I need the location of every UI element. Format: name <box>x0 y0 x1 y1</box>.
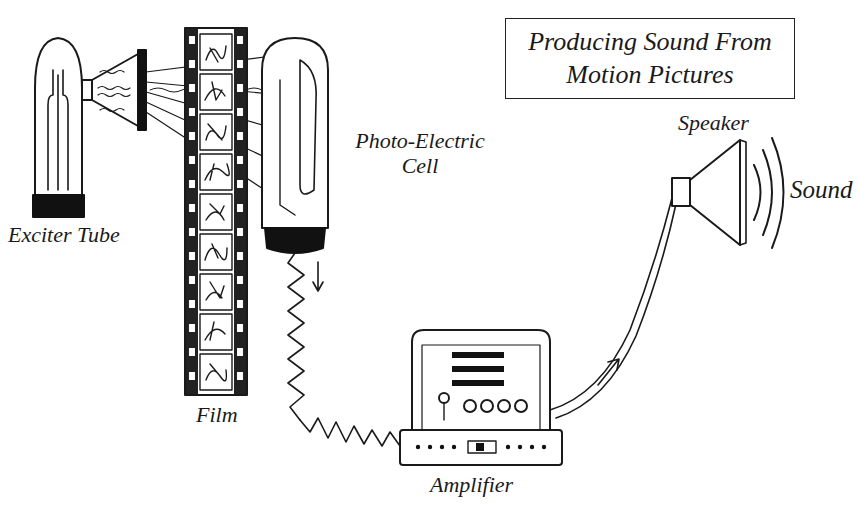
exciter-tube <box>33 38 146 217</box>
sound-wave <box>754 138 784 248</box>
signal-arrow <box>313 262 323 291</box>
speaker <box>672 140 746 245</box>
film-strip <box>185 28 247 395</box>
signal-wire <box>288 253 412 446</box>
photo-electric-cell <box>262 38 328 253</box>
part-label: Amplifier <box>430 472 513 497</box>
amplifier <box>400 330 562 465</box>
part-label: Sound <box>790 176 853 205</box>
part-label: Exciter Tube <box>8 222 120 247</box>
title-box: Producing Sound From Motion Pictures <box>505 18 795 99</box>
part-label: Film <box>196 402 238 427</box>
speaker-wire <box>550 198 676 418</box>
part-label: Speaker <box>678 110 749 135</box>
part-label: Photo-Electric Cell <box>345 128 495 179</box>
